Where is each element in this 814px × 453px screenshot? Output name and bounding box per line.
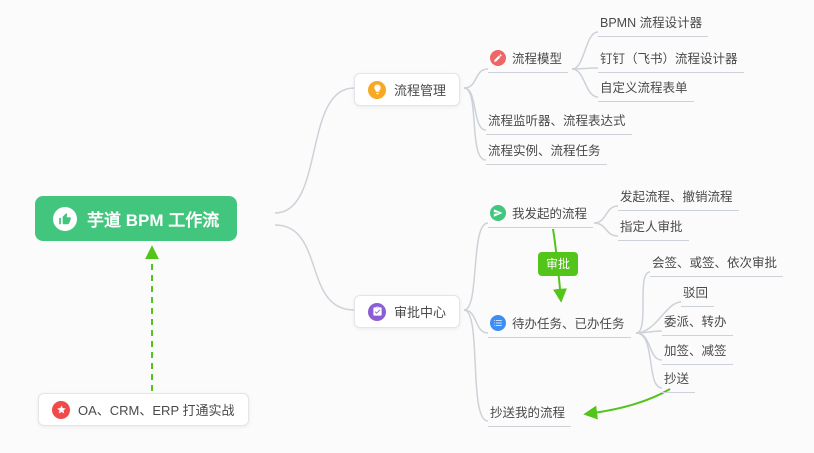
thumbs-up-icon [53,206,77,231]
tasks-icon [490,314,506,331]
node-label: 流程模型 [512,52,563,66]
node-instance-task[interactable]: 流程实例、流程任务 [486,138,607,165]
node-add-remove-sign[interactable]: 加签、减签 [662,338,733,365]
bulb-icon [368,80,386,99]
node-label: 抄送我的流程 [490,406,566,420]
checklist-icon [368,302,386,321]
node-initiate-cancel[interactable]: 发起流程、撤销流程 [618,184,739,211]
node-process-model[interactable]: 流程模型 [488,46,569,73]
node-delegate-transfer[interactable]: 委派、转办 [662,309,733,336]
node-todo-done[interactable]: 待办任务、已办任务 [488,311,631,338]
node-label: 流程实例、流程任务 [488,144,601,158]
node-label: 发起流程、撤销流程 [620,190,733,204]
node-approval-center[interactable]: 审批中心 [354,295,461,328]
node-bpmn-designer[interactable]: BPMN 流程设计器 [598,10,709,37]
node-label: 委派、转办 [664,315,727,329]
node-label: 自定义流程表单 [600,81,688,95]
node-label: BPMN 流程设计器 [600,16,703,30]
node-label: 待办任务、已办任务 [512,317,625,331]
node-countersign[interactable]: 会签、或签、依次审批 [650,250,784,277]
approval-badge[interactable]: 审批 [538,252,579,276]
node-reject[interactable]: 驳回 [681,280,715,307]
node-integration[interactable]: OA、CRM、ERP 打通实战 [38,393,249,426]
node-label: 驳回 [683,286,709,300]
node-label: 我发起的流程 [512,207,588,221]
node-designated-approver[interactable]: 指定人审批 [618,214,689,241]
node-root[interactable]: 芋道 BPM 工作流 [35,196,238,241]
node-label: 钉钉（飞书）流程设计器 [600,52,738,66]
node-label: 流程监听器、流程表达式 [488,114,626,128]
node-custom-form[interactable]: 自定义流程表单 [598,75,694,102]
node-label: 会签、或签、依次审批 [652,256,778,270]
node-label: 流程管理 [394,83,447,98]
node-listener-expression[interactable]: 流程监听器、流程表达式 [486,108,632,135]
node-label: 指定人审批 [620,220,683,234]
node-my-initiated[interactable]: 我发起的流程 [488,201,594,228]
edit-icon [490,49,506,66]
node-label: 抄送 [664,372,690,386]
node-root-label: 芋道 BPM 工作流 [87,211,220,230]
node-label: OA、CRM、ERP 打通实战 [78,403,235,418]
node-process-management[interactable]: 流程管理 [354,73,461,106]
node-label: 审批中心 [394,305,447,320]
approval-badge-label: 审批 [546,257,571,271]
node-dingtalk-designer[interactable]: 钉钉（飞书）流程设计器 [598,46,744,73]
node-label: 加签、减签 [664,344,727,358]
node-cc-my-process[interactable]: 抄送我的流程 [488,400,572,427]
star-icon [52,400,70,419]
node-cc[interactable]: 抄送 [662,366,696,393]
send-icon [490,204,506,221]
